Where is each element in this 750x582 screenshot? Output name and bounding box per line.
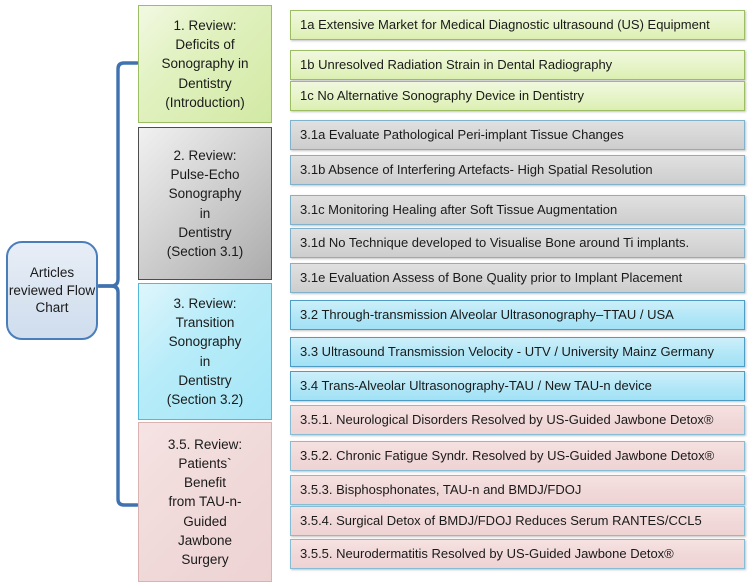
item-box-3-5-4[interactable]: 3.5.4. Surgical Detox of BMDJ/FDOJ Reduc… xyxy=(290,506,745,536)
section-box-4-review-patients-benefit[interactable]: 3.5. Review: Patients` Benefit from TAU-… xyxy=(138,422,272,582)
connector-branch-bottom xyxy=(97,284,139,507)
item-box-1a[interactable]: 1a Extensive Market for Medical Diagnost… xyxy=(290,10,745,40)
item-box-label: 1a Extensive Market for Medical Diagnost… xyxy=(300,16,710,32)
item-box-label: 3.2 Through-transmission Alveolar Ultras… xyxy=(300,306,674,322)
item-box-1b[interactable]: 1b Unresolved Radiation Strain in Dental… xyxy=(290,50,745,80)
item-box-label: 3.5.3. Bisphosphonates, TAU-n and BMDJ/F… xyxy=(300,481,582,497)
item-box-3-5-5[interactable]: 3.5.5. Neurodermatitis Resolved by US-Gu… xyxy=(290,539,745,569)
root-node-articles-reviewed[interactable]: Articles reviewed Flow Chart xyxy=(6,241,98,340)
item-box-label: 3.1c Monitoring Healing after Soft Tissu… xyxy=(300,201,618,217)
connector-branch-top xyxy=(97,61,139,288)
item-box-label: 3.5.1. Neurological Disorders Resolved b… xyxy=(300,411,714,427)
item-box-3-1d[interactable]: 3.1d No Technique developed to Visualise… xyxy=(290,228,745,258)
item-box-3-5-2[interactable]: 3.5.2. Chronic Fatigue Syndr. Resolved b… xyxy=(290,441,745,471)
item-box-label: 3.1b Absence of Interfering Artefacts- H… xyxy=(300,161,653,177)
item-box-label: 3.1a Evaluate Pathological Peri-implant … xyxy=(300,126,624,142)
item-box-label: 1b Unresolved Radiation Strain in Dental… xyxy=(300,56,613,72)
item-box-3-2[interactable]: 3.2 Through-transmission Alveolar Ultras… xyxy=(290,300,745,330)
section-box-1-review-deficits[interactable]: 1. Review: Deficits of Sonography in Den… xyxy=(138,5,272,123)
section-box-2-review-pulse-echo[interactable]: 2. Review: Pulse-Echo Sonography in Dent… xyxy=(138,127,272,280)
section-box-3-review-transition[interactable]: 3. Review: Transition Sonography in Dent… xyxy=(138,283,272,420)
item-box-3-1b[interactable]: 3.1b Absence of Interfering Artefacts- H… xyxy=(290,155,745,185)
section-box-label: 3.5. Review: Patients` Benefit from TAU-… xyxy=(167,436,243,567)
item-box-3-5-1[interactable]: 3.5.1. Neurological Disorders Resolved b… xyxy=(290,405,745,435)
item-box-label: 3.5.4. Surgical Detox of BMDJ/FDOJ Reduc… xyxy=(300,512,702,528)
item-box-3-3[interactable]: 3.3 Ultrasound Transmission Velocity - U… xyxy=(290,337,745,367)
item-box-3-1c[interactable]: 3.1c Monitoring Healing after Soft Tissu… xyxy=(290,195,745,225)
item-box-label: 3.3 Ultrasound Transmission Velocity - U… xyxy=(300,343,714,359)
item-box-label: 3.4 Trans-Alveolar Ultrasonography-TAU /… xyxy=(300,377,652,393)
item-box-label: 3.1d No Technique developed to Visualise… xyxy=(300,234,690,250)
item-box-label: 3.5.5. Neurodermatitis Resolved by US-Gu… xyxy=(300,545,674,561)
section-box-label: 3. Review: Transition Sonography in Dent… xyxy=(166,296,244,407)
section-box-label: 2. Review: Pulse-Echo Sonography in Dent… xyxy=(166,148,244,259)
root-node-label: Articles reviewed Flow Chart xyxy=(8,264,96,316)
item-box-label: 1c No Alternative Sonography Device in D… xyxy=(300,87,584,103)
item-box-1c[interactable]: 1c No Alternative Sonography Device in D… xyxy=(290,81,745,111)
item-box-label: 3.5.2. Chronic Fatigue Syndr. Resolved b… xyxy=(300,447,715,463)
item-box-3-4[interactable]: 3.4 Trans-Alveolar Ultrasonography-TAU /… xyxy=(290,371,745,401)
item-box-3-1a[interactable]: 3.1a Evaluate Pathological Peri-implant … xyxy=(290,120,745,150)
item-box-3-5-3[interactable]: 3.5.3. Bisphosphonates, TAU-n and BMDJ/F… xyxy=(290,475,745,505)
item-box-label: 3.1e Evaluation Assess of Bone Quality p… xyxy=(300,269,683,285)
item-box-3-1e[interactable]: 3.1e Evaluation Assess of Bone Quality p… xyxy=(290,263,745,293)
section-box-label: 1. Review: Deficits of Sonography in Den… xyxy=(161,18,249,110)
